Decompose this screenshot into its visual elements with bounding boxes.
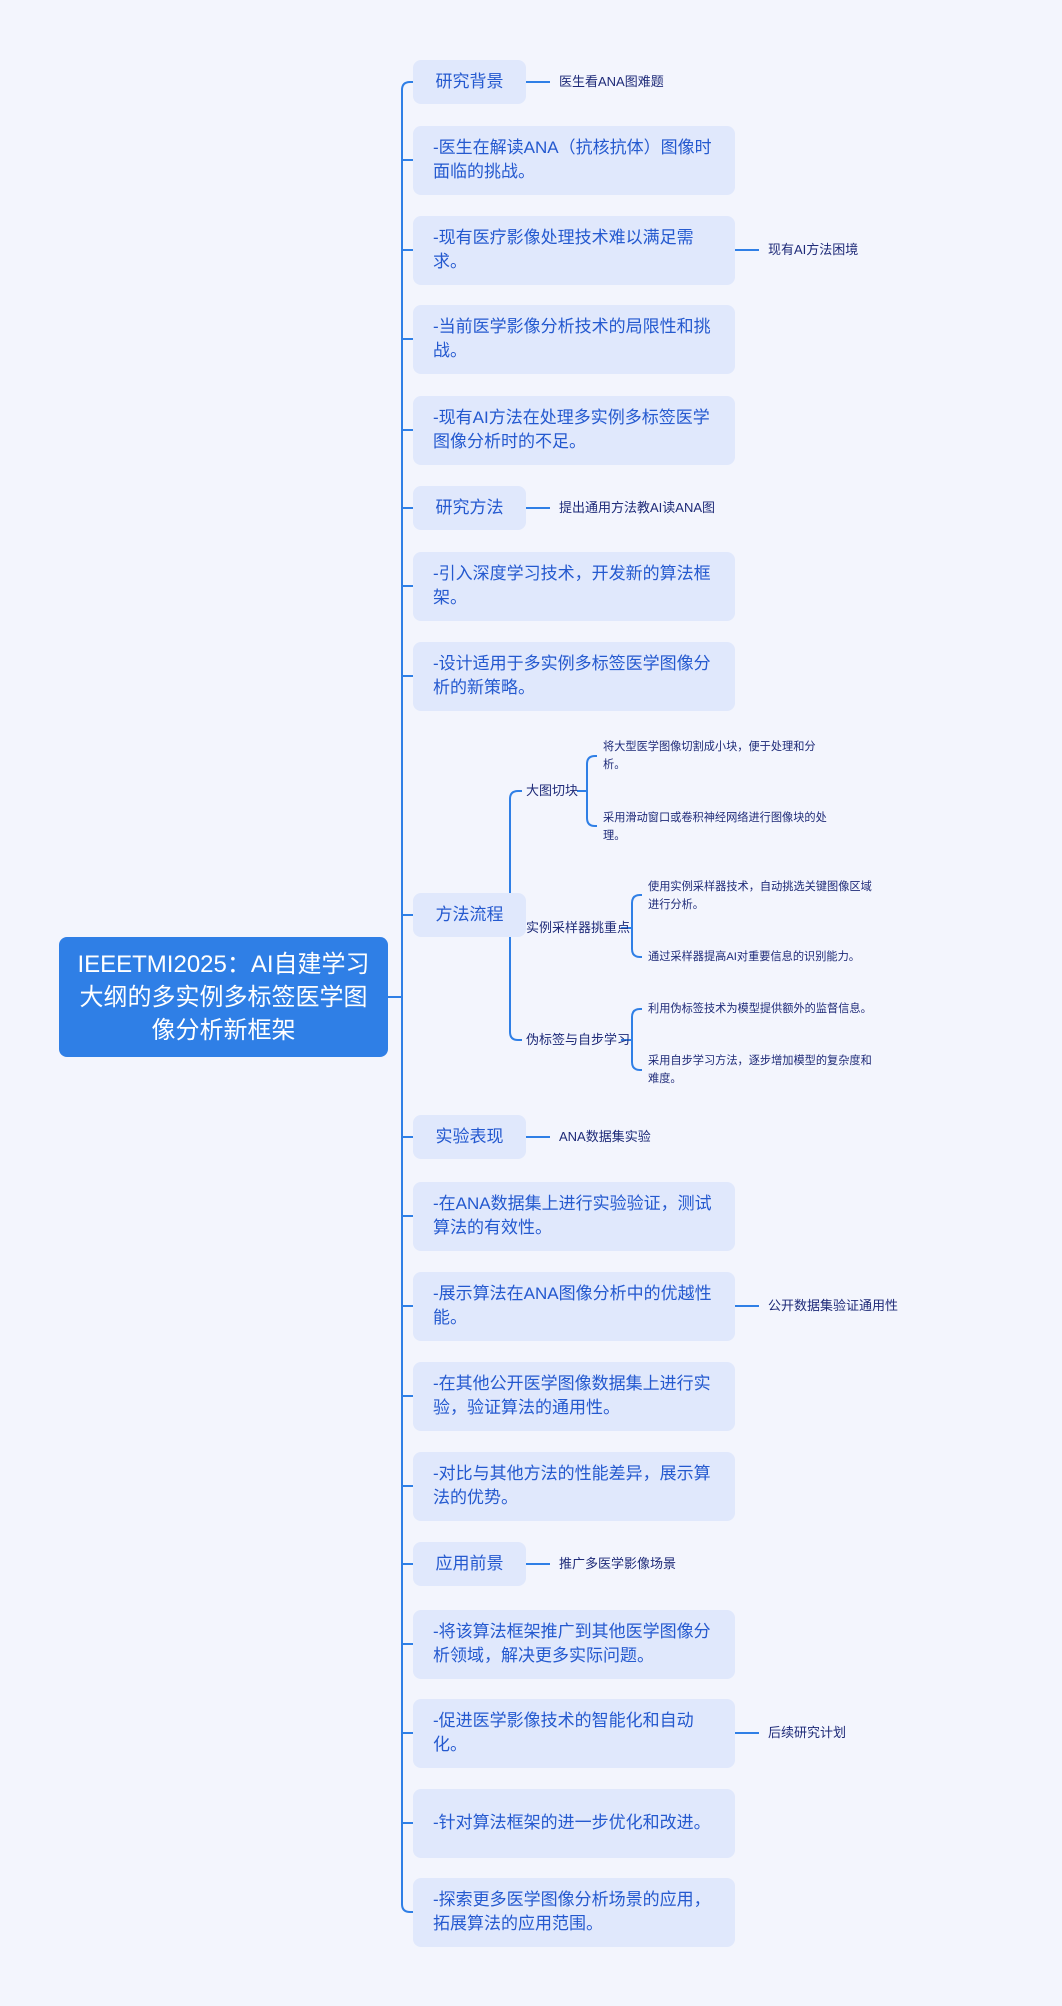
topic-node[interactable]: -医生在解读ANA（抗核抗体）图像时面临的挑战。 (413, 125, 735, 195)
topic-node[interactable]: 研究方法 (413, 486, 526, 530)
leaf-item[interactable]: 采用滑动窗口或卷积神经网络进行图像块的处理。 (603, 812, 827, 842)
topic-label[interactable]: 后续研究计划 (768, 1725, 847, 1740)
topic-text: -展示算法在ANA图像分析中的优越性能。 (433, 1284, 712, 1327)
leaf-item[interactable]: 采用自步学习方法，逐步增加模型的复杂度和难度。 (648, 1055, 872, 1085)
topic-node[interactable]: 实验表现 (413, 1115, 526, 1159)
topic-node[interactable]: -探索更多医学图像分析场景的应用，拓展算法的应用范围。 (413, 1877, 735, 1947)
connector (631, 1008, 642, 1071)
connector (631, 894, 642, 958)
topic-text: -当前医学影像分析技术的局限性和挑战。 (433, 317, 711, 360)
topic-node[interactable]: -设计适用于多实例多标签医学图像分析的新策略。 (413, 641, 735, 711)
root-topic[interactable]: IEEETMI2025：AI自建学习大纲的多实例多标签医学图像分析新框架 (59, 937, 388, 1057)
topic-label[interactable]: 公开数据集验证通用性 (768, 1298, 899, 1313)
topic-text: -促进医学影像技术的智能化和自动化。 (433, 1711, 694, 1754)
topic-node[interactable]: 方法流程 (413, 893, 526, 937)
topic-label[interactable]: ANA数据集实验 (559, 1129, 651, 1144)
leaf-item[interactable]: 将大型医学图像切割成小块，便于处理和分析。 (603, 741, 816, 771)
topic-text: -医生在解读ANA（抗核抗体）图像时面临的挑战。 (433, 138, 712, 181)
topic-node[interactable]: -针对算法框架的进一步优化和改进。 (413, 1788, 735, 1858)
topic-node[interactable]: -现有AI方法在处理多实例多标签医学图像分析时的不足。 (413, 395, 735, 465)
topic-label[interactable]: 医生看ANA图难题 (559, 74, 664, 89)
connector (586, 755, 597, 827)
topic-node[interactable]: -现有医疗影像处理技术难以满足需求。 (413, 215, 735, 285)
topic-label[interactable]: 提出通用方法教AI读ANA图 (559, 500, 716, 515)
topic-text: -将该算法框架推广到其他医学图像分析领域，解决更多实际问题。 (433, 1622, 711, 1665)
topic-text: 研究方法 (435, 498, 504, 517)
topic-text: 方法流程 (435, 905, 504, 924)
topic-node[interactable]: -促进医学影像技术的智能化和自动化。 (413, 1698, 735, 1768)
topic-text: -在ANA数据集上进行实验验证，测试算法的有效性。 (433, 1194, 712, 1237)
topic-node[interactable]: 应用前景 (413, 1542, 526, 1586)
connector (401, 1903, 413, 1913)
topic-node[interactable]: -在ANA数据集上进行实验验证，测试算法的有效性。 (413, 1181, 735, 1251)
subtopic-pseudo-label[interactable]: 伪标签与自步学习 (526, 1032, 631, 1047)
topic-node[interactable]: -在其他公开医学图像数据集上进行实验，验证算法的通用性。 (413, 1361, 735, 1431)
leaf-item[interactable]: 通过采样器提高AI对重要信息的识别能力。 (648, 951, 860, 963)
topic-node[interactable]: -当前医学影像分析技术的局限性和挑战。 (413, 304, 735, 374)
topic-node[interactable]: -展示算法在ANA图像分析中的优越性能。 (413, 1271, 735, 1341)
topic-node[interactable]: -对比与其他方法的性能差异，展示算法的优势。 (413, 1451, 735, 1521)
topic-node[interactable]: 研究背景 (413, 60, 526, 104)
topic-text: -在其他公开医学图像数据集上进行实验，验证算法的通用性。 (433, 1374, 711, 1417)
leaf-item[interactable]: 利用伪标签技术为模型提供额外的监督信息。 (648, 1003, 872, 1015)
topic-text: 实验表现 (435, 1127, 504, 1146)
topic-text: -设计适用于多实例多标签医学图像分析的新策略。 (433, 654, 711, 697)
topic-text: -探索更多医学图像分析场景的应用，拓展算法的应用范围。 (433, 1890, 711, 1933)
topic-text: 研究背景 (435, 72, 504, 91)
subtopic-image-tiling[interactable]: 大图切块 (526, 783, 579, 798)
topic-text: -现有医疗影像处理技术难以满足需求。 (433, 228, 694, 271)
topic-text: -引入深度学习技术，开发新的算法框架。 (433, 564, 711, 607)
topic-text: -对比与其他方法的性能差异，展示算法的优势。 (433, 1464, 711, 1507)
topic-node[interactable]: -将该算法框架推广到其他医学图像分析领域，解决更多实际问题。 (413, 1609, 735, 1679)
topic-label[interactable]: 推广多医学影像场景 (559, 1556, 677, 1571)
topic-text: -针对算法框架的进一步优化和改进。 (433, 1813, 711, 1832)
subtopic-instance-sampler[interactable]: 实例采样器挑重点 (526, 920, 631, 935)
connector (401, 81, 413, 91)
topic-node[interactable]: -引入深度学习技术，开发新的算法框架。 (413, 551, 735, 621)
leaf-item[interactable]: 使用实例采样器技术，自动挑选关键图像区域进行分析。 (648, 881, 872, 911)
topic-label[interactable]: 现有AI方法困境 (768, 242, 859, 257)
topic-text: 应用前景 (435, 1554, 504, 1573)
root-title: IEEETMI2025：AI自建学习大纲的多实例多标签医学图像分析新框架 (77, 950, 370, 1044)
topic-text: -现有AI方法在处理多实例多标签医学图像分析时的不足。 (433, 408, 710, 451)
